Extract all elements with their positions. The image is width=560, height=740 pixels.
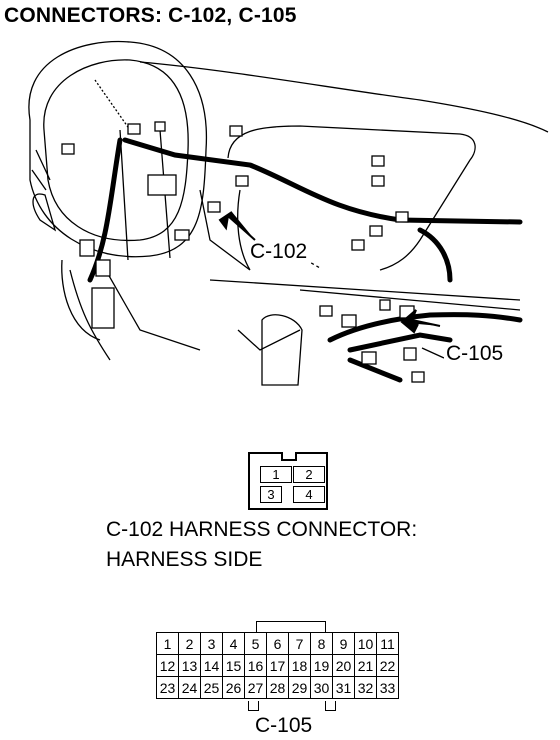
c102-caption-line2: HARNESS SIDE (106, 548, 263, 571)
c105-pin: 12 (156, 654, 179, 677)
c105-pin: 32 (354, 676, 377, 699)
page-title: CONNECTORS: C-102, C-105 (4, 4, 297, 27)
c105-pin: 28 (266, 676, 289, 699)
c105-arrow-icon (400, 309, 441, 334)
c102-pin: 4 (293, 486, 325, 503)
c105-pin: 18 (288, 654, 311, 677)
c102-caption-line1: C-102 HARNESS CONNECTOR: (106, 518, 418, 541)
harness-connectors (61, 121, 425, 383)
c102-pin: 2 (293, 466, 325, 483)
c105-pin: 17 (266, 654, 289, 677)
c105-pin: 21 (354, 654, 377, 677)
c102-pin: 1 (260, 466, 292, 483)
c105-pin: 4 (222, 632, 245, 655)
dashboard-wiring-illustration (28, 40, 549, 386)
c105-pin: 31 (332, 676, 355, 699)
c105-pin: 11 (376, 632, 399, 655)
c105-pin: 33 (376, 676, 399, 699)
c102-connector-diagram: 1 2 3 4 (248, 452, 328, 510)
c102-pin: 3 (260, 486, 282, 503)
c105-pin: 30 (310, 676, 333, 699)
c105-pin: 22 (376, 654, 399, 677)
c102-connector-key (281, 452, 297, 461)
c105-connector-tab (256, 621, 326, 633)
c105-pin: 14 (200, 654, 223, 677)
c105-pin: 24 (178, 676, 201, 699)
callout-arrows (218, 211, 445, 359)
c105-pin: 25 (200, 676, 223, 699)
c105-pin: 6 (266, 632, 289, 655)
c105-connector-label: C-105 (255, 714, 313, 737)
c102-arrow-icon (218, 211, 256, 241)
instrument-panel (139, 61, 549, 386)
c105-callout-label: C-105 (444, 342, 506, 365)
c105-pin: 10 (354, 632, 377, 655)
c105-pin: 8 (310, 632, 333, 655)
c105-pin: 19 (310, 654, 333, 677)
c105-latch-right (325, 701, 336, 711)
c105-pin: 3 (200, 632, 223, 655)
c102-callout-label: C-102 (248, 240, 310, 263)
c105-pin: 15 (222, 654, 245, 677)
steering-column (61, 259, 201, 361)
c105-pin: 26 (222, 676, 245, 699)
c105-pin: 27 (244, 676, 267, 699)
c105-pin: 23 (156, 676, 179, 699)
c105-pin: 2 (178, 632, 201, 655)
c105-pin: 16 (244, 654, 267, 677)
c105-pin: 1 (156, 632, 179, 655)
c105-pin: 7 (288, 632, 311, 655)
c105-pin: 5 (244, 632, 267, 655)
c105-pin: 20 (332, 654, 355, 677)
c105-pin: 13 (178, 654, 201, 677)
c105-pin: 9 (332, 632, 355, 655)
c105-latch-left (248, 701, 259, 711)
c105-pin: 29 (288, 676, 311, 699)
